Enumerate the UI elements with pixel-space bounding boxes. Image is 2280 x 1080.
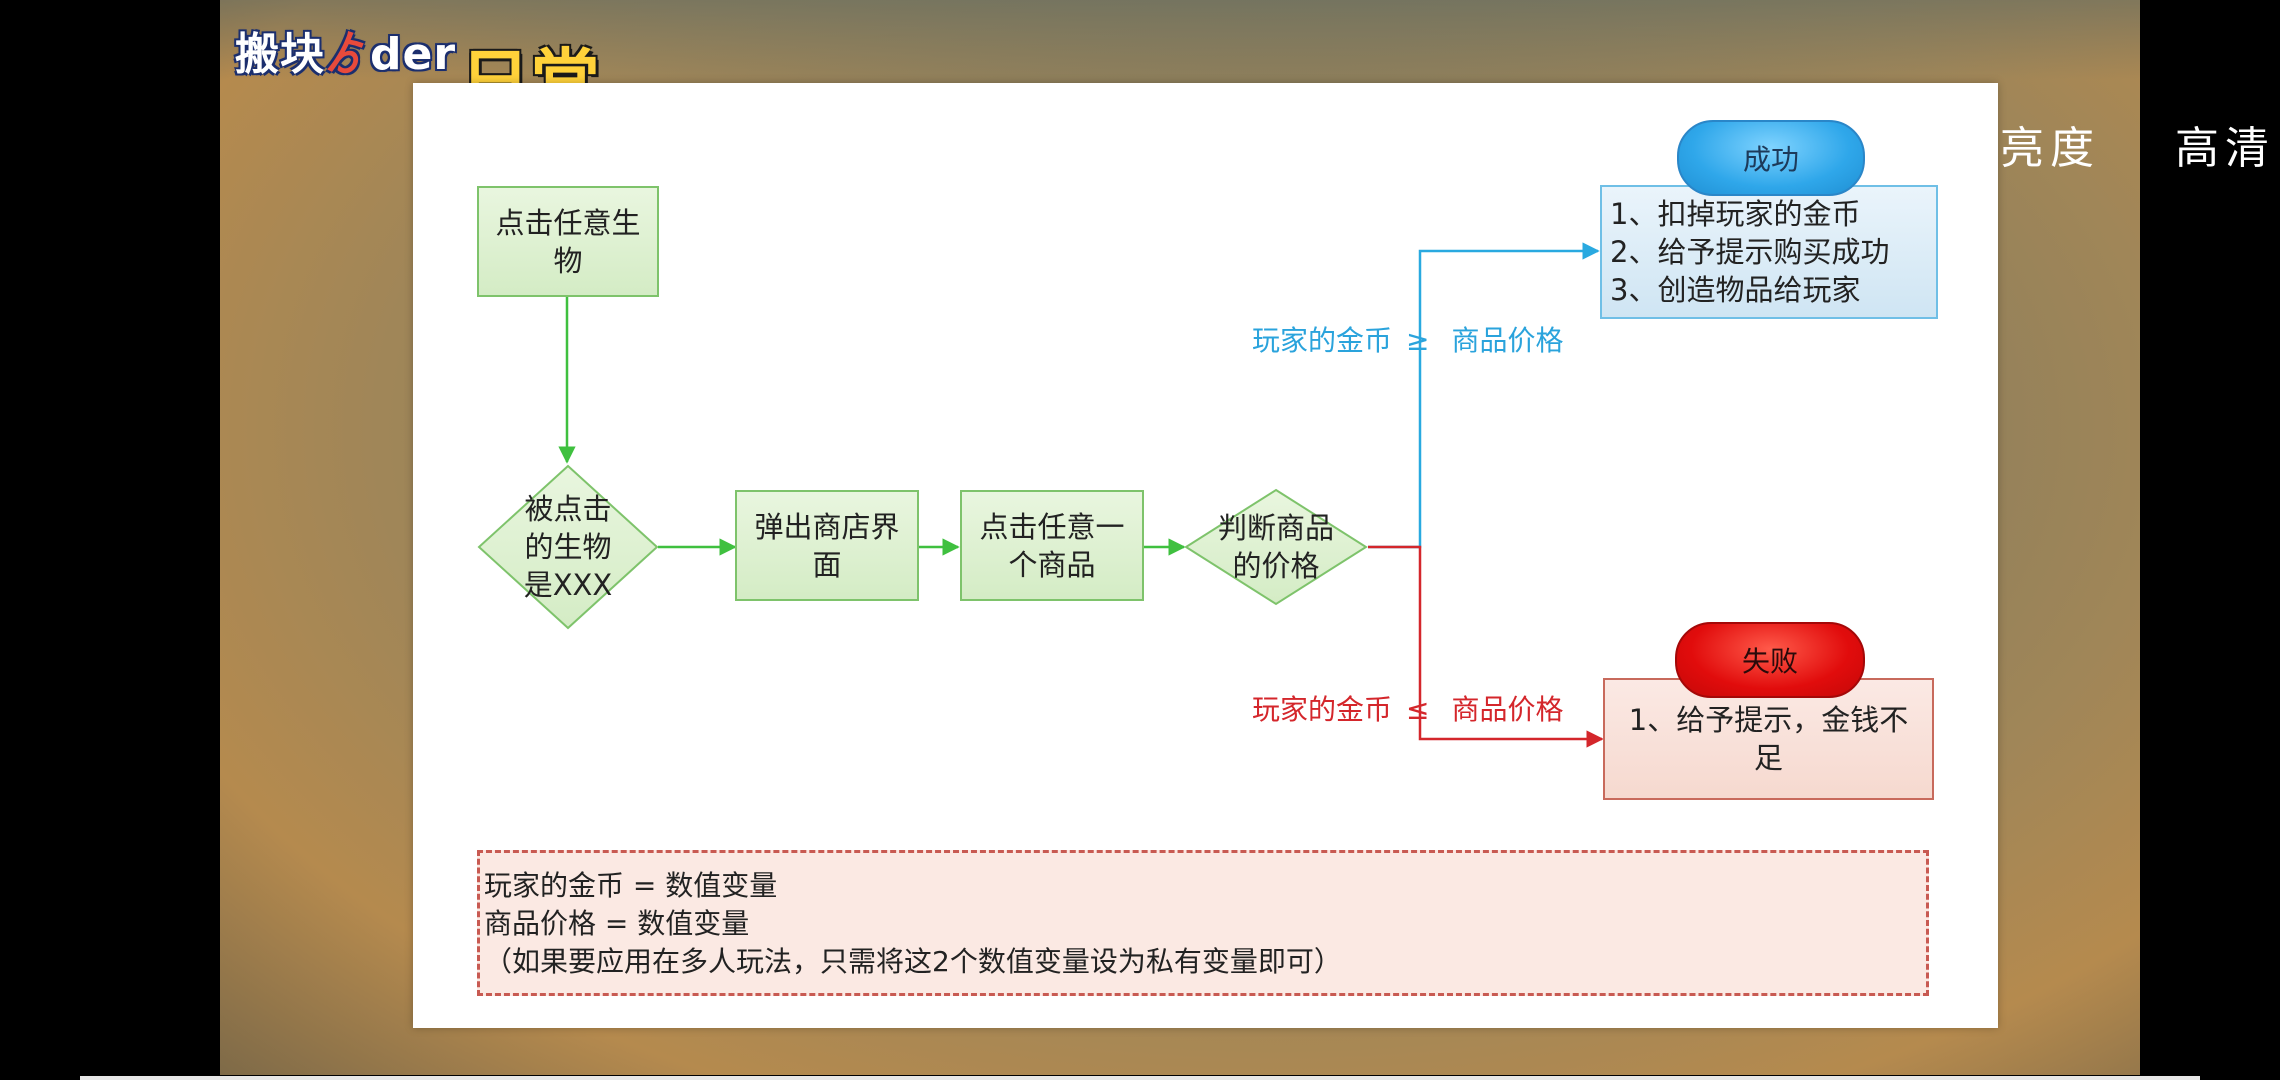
fail-text: 1、给予提示，金钱不足	[1628, 703, 1909, 775]
note-line-2: 商品价格 = 数值变量	[484, 907, 750, 940]
decision-judge-text-wrap: 判断商品的价格	[1184, 488, 1368, 606]
success-step-1: 1、扣掉玩家的金币	[1610, 197, 1861, 231]
condition-success-left: 玩家的金币	[1252, 324, 1393, 357]
node-open-shop-label: 弹出商店界面	[754, 509, 900, 582]
success-step-2: 2、给予提示购买成功	[1610, 235, 1890, 269]
brightness-option[interactable]: 亮度	[2000, 123, 2100, 174]
condition-success-right: 商品价格	[1451, 324, 1564, 357]
node-click-item: 点击任意一个商品	[960, 490, 1144, 601]
node-click-creature: 点击任意生物	[477, 186, 659, 297]
condition-success-symbol: ≥	[1406, 324, 1430, 357]
decision-creature-check: 被点击的生物是XXX	[477, 464, 659, 630]
node-click-item-label: 点击任意一个商品	[979, 509, 1125, 582]
success-steps-box: 1、扣掉玩家的金币 2、给予提示购买成功 3、创造物品给玩家	[1600, 185, 1938, 319]
background-vignette	[220, 0, 2140, 80]
logo-part-3: der	[370, 29, 457, 80]
decision-creature-label: 被点击的生物是XXX	[523, 492, 613, 602]
fail-label: 失败	[1741, 645, 1798, 678]
decision-judge-price: 判断商品的价格	[1184, 488, 1368, 606]
logo-part-2: ゟ	[325, 29, 370, 80]
variable-notes-box: 玩家的金币 = 数值变量 商品价格 = 数值变量 （如果要应用在多人玩法，只需将…	[477, 850, 1929, 996]
fail-pill: 失败	[1675, 622, 1865, 698]
success-step-3: 3、创造物品给玩家	[1610, 273, 1861, 307]
condition-fail: 玩家的金币 ≤ 商品价格	[1252, 688, 1564, 728]
logo-part-1: 搬块	[235, 29, 325, 80]
note-line-1: 玩家的金币 = 数值变量	[484, 869, 778, 902]
decision-judge-label: 判断商品的价格	[1218, 511, 1335, 583]
decision-creature-text-wrap: 被点击的生物是XXX	[477, 464, 659, 630]
note-line-3: （如果要应用在多人玩法，只需将这2个数值变量设为私有变量即可）	[484, 945, 1342, 978]
hd-quality-option[interactable]: 高清	[2175, 123, 2275, 174]
condition-fail-right: 商品价格	[1451, 693, 1564, 726]
condition-fail-left: 玩家的金币	[1252, 693, 1393, 726]
success-steps: 1、扣掉玩家的金币 2、给予提示购买成功 3、创造物品给玩家	[1610, 195, 1889, 309]
progress-bar[interactable]	[80, 1076, 2200, 1080]
node-open-shop: 弹出商店界面	[735, 490, 919, 601]
success-pill: 成功	[1677, 120, 1865, 196]
node-click-creature-label: 点击任意生物	[495, 205, 641, 278]
logo-text-top: 搬块ゟder	[235, 18, 456, 82]
condition-fail-symbol: ≤	[1406, 693, 1430, 726]
decision-creature-shape	[477, 464, 659, 630]
channel-logo: 搬块ゟder 日常	[235, 18, 635, 123]
fail-box: 1、给予提示，金钱不足	[1603, 678, 1934, 800]
success-label: 成功	[1742, 143, 1799, 176]
decision-judge-shape	[1184, 488, 1368, 606]
condition-success: 玩家的金币 ≥ 商品价格	[1252, 319, 1564, 359]
